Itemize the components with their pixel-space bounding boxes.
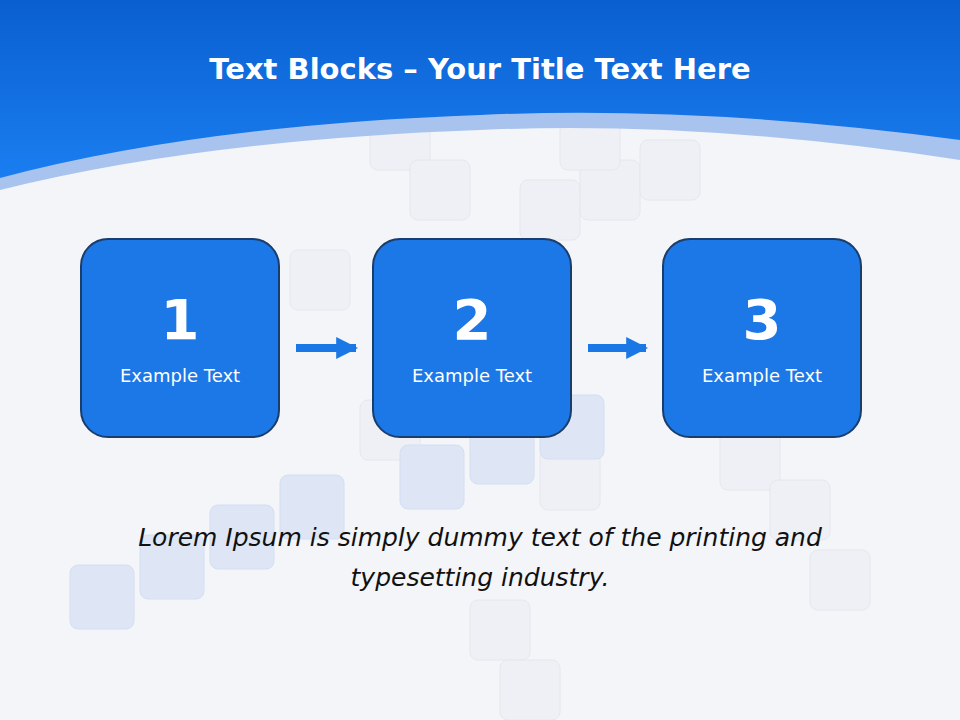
step-box: 1Example Text	[80, 238, 280, 438]
slide-title: Text Blocks – Your Title Text Here	[0, 52, 960, 86]
flow-arrow	[588, 344, 646, 352]
cube-illustration	[70, 110, 870, 720]
step-box: 2Example Text	[372, 238, 572, 438]
step-number: 3	[743, 289, 782, 351]
step-box: 3Example Text	[662, 238, 862, 438]
caption: Lorem Ipsum is simply dummy text of the …	[110, 518, 850, 598]
step-number: 1	[161, 289, 200, 351]
step-text: Example Text	[120, 364, 240, 387]
step-number: 2	[453, 289, 492, 351]
step-text: Example Text	[412, 364, 532, 387]
step-text: Example Text	[702, 364, 822, 387]
header-band	[0, 0, 960, 178]
flow-arrow	[296, 344, 356, 352]
header-band-light	[0, 0, 960, 190]
